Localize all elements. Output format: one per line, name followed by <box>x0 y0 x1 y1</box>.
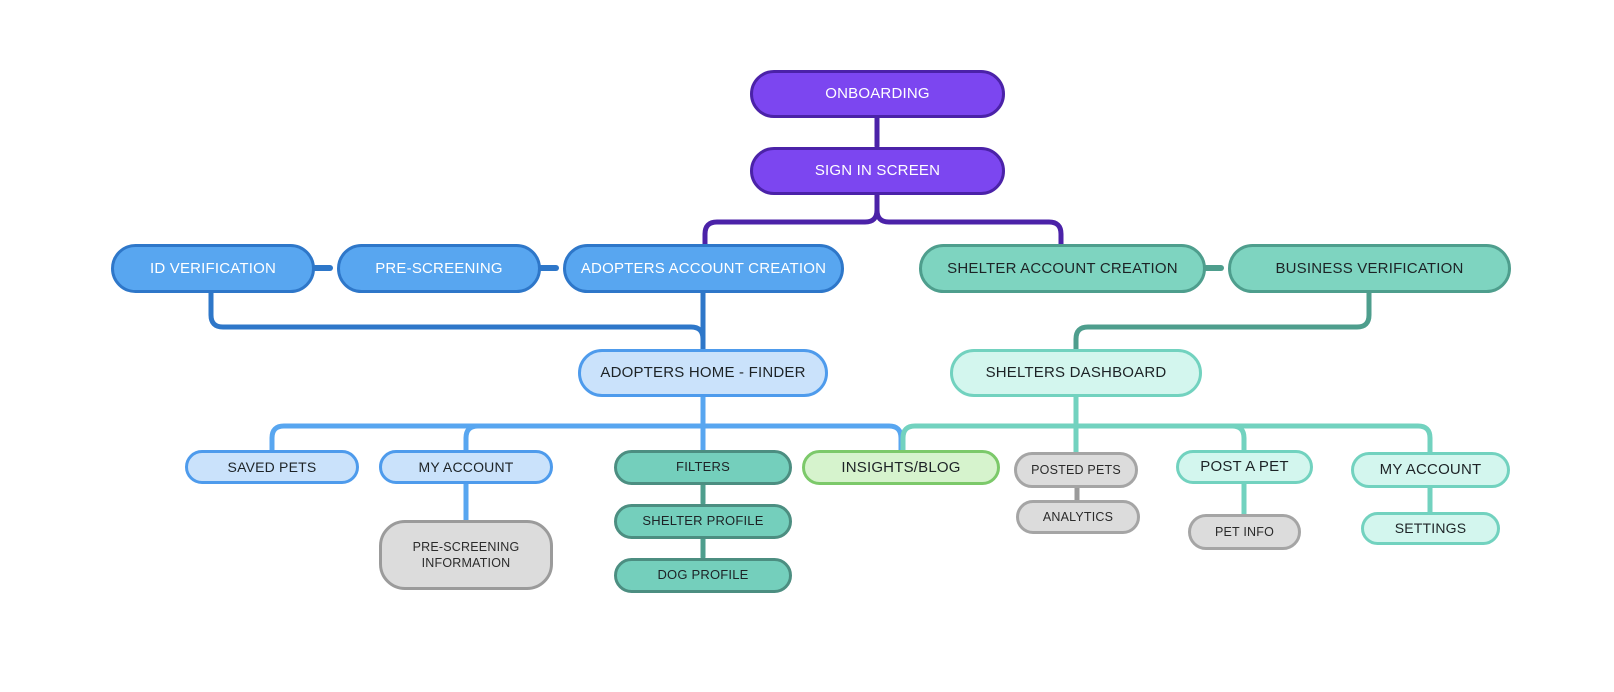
edge-signin-split <box>702 192 880 247</box>
edge-finder-to-myaccount <box>463 423 706 453</box>
node-shelter-account-creation[interactable]: SHELTER ACCOUNT CREATION <box>919 244 1206 293</box>
node-pre-screening-information[interactable]: PRE-SCREENING INFORMATION <box>379 520 553 590</box>
node-settings-label: SETTINGS <box>1394 520 1467 537</box>
node-my-account-adopter[interactable]: MY ACCOUNT <box>379 450 553 484</box>
edge-signin-shelter <box>874 207 1064 247</box>
node-my-account-adopter-label: MY ACCOUNT <box>418 458 514 475</box>
node-post-a-pet-label: POST A PET <box>1200 458 1289 476</box>
node-pre-screening-information-line1: PRE-SCREENING <box>412 539 520 554</box>
node-pre-screening[interactable]: PRE-SCREENING <box>337 244 541 293</box>
node-shelters-dashboard-label: SHELTERS DASHBOARD <box>985 364 1167 382</box>
node-id-verification[interactable]: ID VERIFICATION <box>111 244 315 293</box>
node-insights-blog-label: INSIGHTS/BLOG <box>841 458 961 476</box>
node-analytics[interactable]: ANALYTICS <box>1016 500 1140 534</box>
node-id-verification-label: ID VERIFICATION <box>149 259 277 277</box>
node-filters-label: FILTERS <box>676 459 730 475</box>
node-onboarding-label: ONBOARDING <box>825 85 930 103</box>
node-adopters-home-finder-label: ADOPTERS HOME - FINDER <box>600 364 806 382</box>
node-sign-in-screen[interactable]: SIGN IN SCREEN <box>750 147 1005 195</box>
node-dog-profile[interactable]: DOG PROFILE <box>614 558 792 593</box>
node-shelter-profile-label: SHELTER PROFILE <box>642 513 764 529</box>
node-sign-in-screen-label: SIGN IN SCREEN <box>814 162 941 180</box>
edge-dashboard-to-insights <box>900 423 1079 455</box>
edge-finder-to-insights <box>700 423 904 453</box>
edge-idver-finder <box>208 290 706 352</box>
edge-finder-to-savedpets <box>269 423 706 453</box>
node-pet-info[interactable]: PET INFO <box>1188 514 1301 550</box>
node-pre-screening-label: PRE-SCREENING <box>375 259 503 277</box>
node-shelters-dashboard[interactable]: SHELTERS DASHBOARD <box>950 349 1202 397</box>
node-business-verification-label: BUSINESS VERIFICATION <box>1275 259 1464 277</box>
node-pet-info-label: PET INFO <box>1214 524 1275 539</box>
node-posted-pets-label: POSTED PETS <box>1031 462 1121 477</box>
node-pre-screening-information-line2: INFORMATION <box>421 556 511 570</box>
node-saved-pets-label: SAVED PETS <box>227 458 317 475</box>
edge-dashboard-to-myaccount <box>1073 423 1433 455</box>
node-shelter-profile[interactable]: SHELTER PROFILE <box>614 504 792 539</box>
node-shelter-account-creation-label: SHELTER ACCOUNT CREATION <box>947 259 1178 277</box>
node-adopters-account-creation[interactable]: ADOPTERS ACCOUNT CREATION <box>563 244 844 293</box>
node-business-verification[interactable]: BUSINESS VERIFICATION <box>1228 244 1511 293</box>
node-post-a-pet[interactable]: POST A PET <box>1176 450 1313 484</box>
edge-bizver-dashboard <box>1073 290 1372 352</box>
node-adopters-account-creation-label: ADOPTERS ACCOUNT CREATION <box>580 259 827 277</box>
node-my-account-shelter[interactable]: MY ACCOUNT <box>1351 452 1510 488</box>
node-onboarding[interactable]: ONBOARDING <box>750 70 1005 118</box>
node-filters[interactable]: FILTERS <box>614 450 792 485</box>
node-my-account-shelter-label: MY ACCOUNT <box>1379 461 1482 479</box>
node-dog-profile-label: DOG PROFILE <box>657 567 749 583</box>
node-posted-pets[interactable]: POSTED PETS <box>1014 452 1138 488</box>
node-saved-pets[interactable]: SAVED PETS <box>185 450 359 484</box>
node-settings[interactable]: SETTINGS <box>1361 512 1500 545</box>
node-adopters-home-finder[interactable]: ADOPTERS HOME - FINDER <box>578 349 828 397</box>
node-analytics-label: ANALYTICS <box>1042 509 1114 524</box>
edge-dashboard-to-postapet <box>1073 423 1247 453</box>
node-insights-blog[interactable]: INSIGHTS/BLOG <box>802 450 1000 485</box>
